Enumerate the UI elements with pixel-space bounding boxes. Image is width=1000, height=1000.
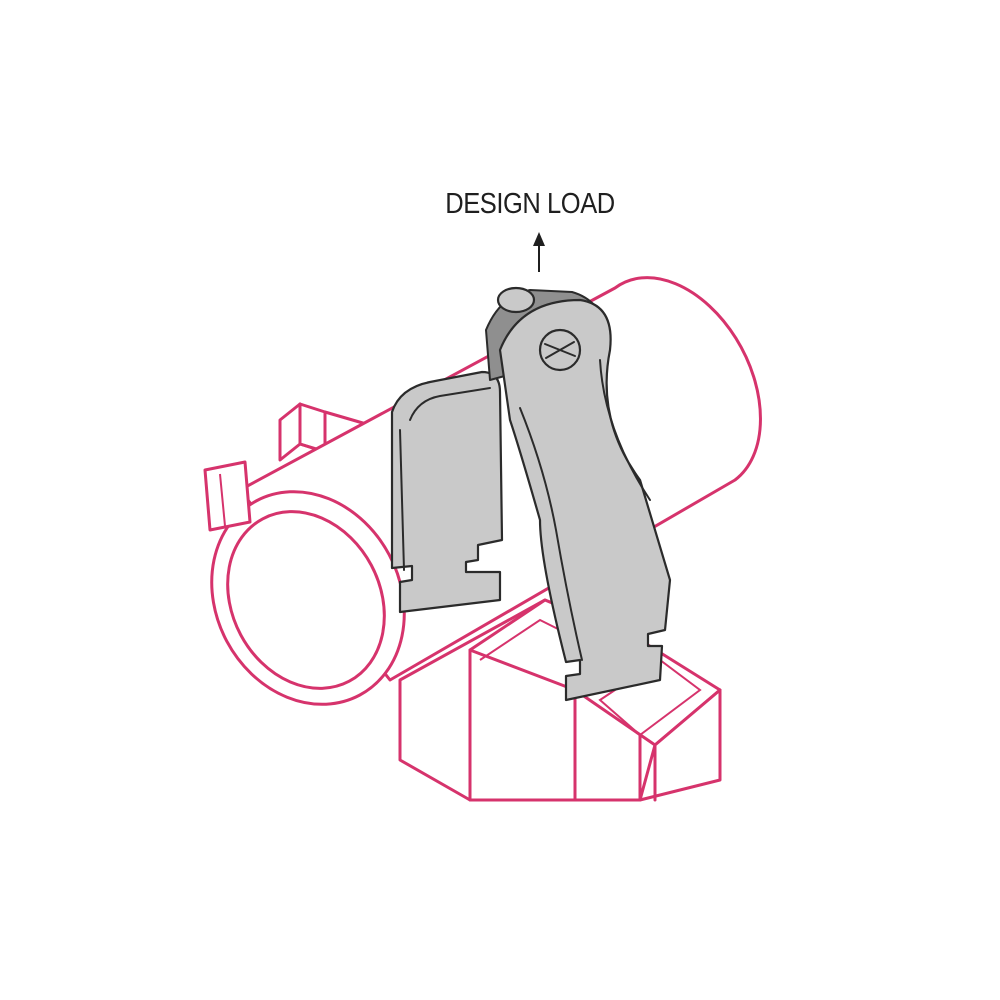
design-load-label: DESIGN LOAD xyxy=(445,188,615,220)
design-load-arrow xyxy=(533,232,545,272)
strut-channel-back xyxy=(278,402,382,470)
pipe-clamp xyxy=(390,286,672,702)
pipe xyxy=(210,276,762,706)
clamp-back-strap xyxy=(390,370,504,614)
clamp-front-strap xyxy=(498,298,672,702)
pipe-end-inner xyxy=(226,510,386,690)
hex-nut xyxy=(496,286,536,314)
